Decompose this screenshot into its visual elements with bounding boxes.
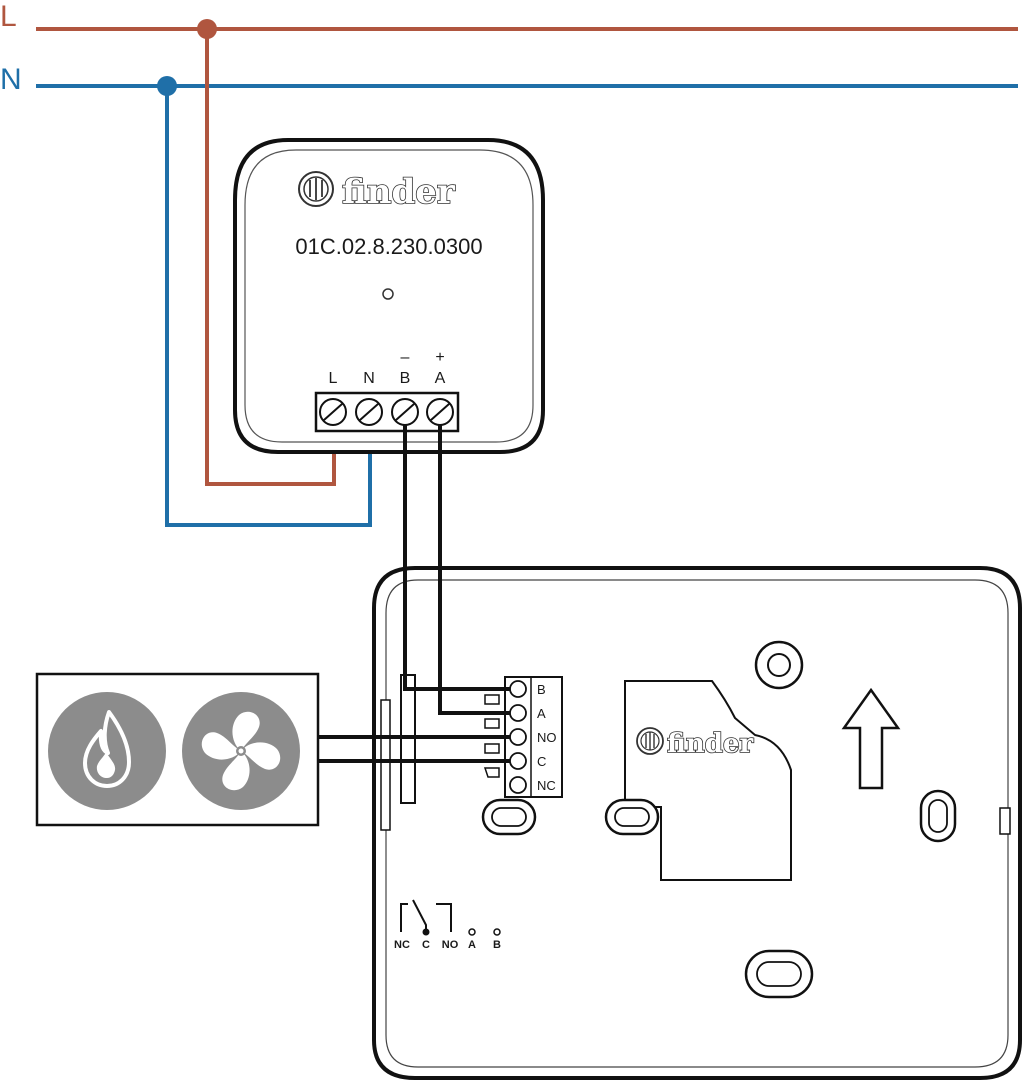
tb-label-nc: NC xyxy=(537,778,556,793)
finder-logo-icon xyxy=(298,171,334,207)
status-led xyxy=(382,288,394,300)
neutral-junction xyxy=(157,76,177,96)
load-box xyxy=(35,672,320,827)
thermostat-label-area xyxy=(624,680,792,881)
flame-icon xyxy=(48,692,166,810)
relay-label-b: B xyxy=(493,939,501,951)
tb-label-a: A xyxy=(537,706,546,721)
terminal-label-a: A xyxy=(435,370,446,387)
tb-label-no: NO xyxy=(537,730,557,745)
tb-label-c: C xyxy=(537,754,546,769)
terminal-label-l: L xyxy=(329,370,338,387)
finder-module: finder 01C.02.8.230.0300 L N B A – + xyxy=(233,138,545,454)
neutral-feed-wire xyxy=(165,86,372,527)
relay-contact-icon xyxy=(400,899,501,936)
arrow-up-icon xyxy=(841,687,901,790)
relay-label-a: A xyxy=(468,939,476,951)
bus-wire-a xyxy=(438,424,510,715)
bus-wire-b xyxy=(403,424,510,691)
thermostat-brand: finder xyxy=(667,729,754,759)
terminal-label-n: N xyxy=(363,370,375,387)
module-brand: finder xyxy=(342,172,456,212)
finder-logo-icon xyxy=(636,727,664,755)
terminal-label-b: B xyxy=(400,370,411,387)
neutral-line-label: N xyxy=(0,63,22,96)
relay-label-no: NO xyxy=(442,939,459,951)
relay-label-c: C xyxy=(422,939,430,951)
live-junction xyxy=(197,19,217,39)
live-line-label: L xyxy=(0,0,17,33)
thermostat-backplate: finder B A NO C NC xyxy=(372,566,1022,1080)
fan-icon xyxy=(182,692,300,810)
module-model-number: 01C.02.8.230.0300 xyxy=(295,234,482,259)
tb-label-b: B xyxy=(537,682,546,697)
mount-slot-icon xyxy=(481,789,957,999)
relay-label-nc: NC xyxy=(394,939,410,951)
polarity-minus: – xyxy=(401,349,410,366)
polarity-plus: + xyxy=(435,349,444,366)
